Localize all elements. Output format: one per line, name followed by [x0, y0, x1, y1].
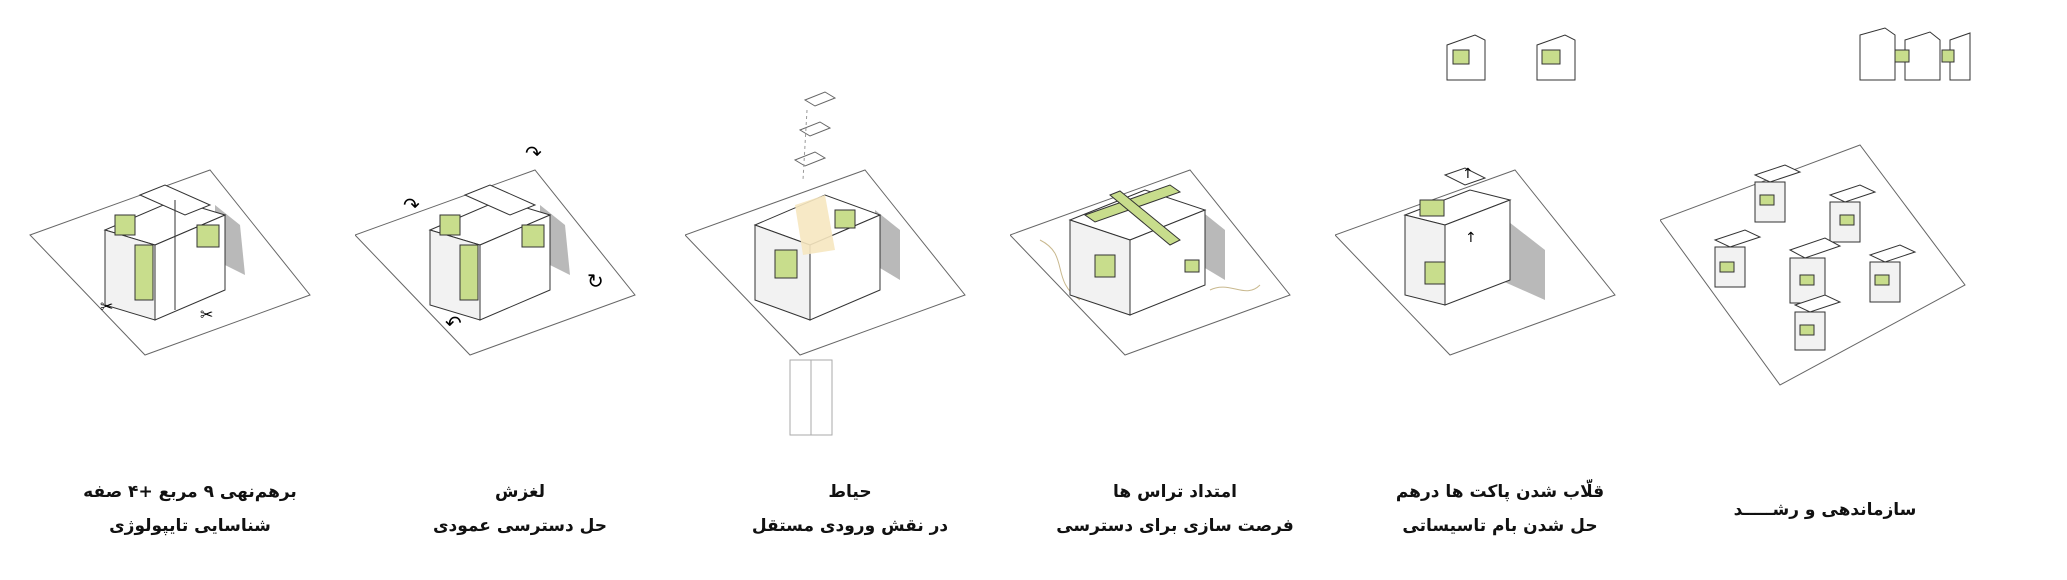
stage-5-diagram: ↑ ↑ [1335, 34, 1616, 356]
rotate-arrow-icon: ↷ [525, 141, 542, 165]
stage-5-title: قلّاب شدن پاکت ها درهم [1395, 482, 1605, 502]
rotate-arrow-icon: ↷ [403, 193, 420, 217]
stage-1-title: برهم‌نهی ۹ مربع +۴ صفه [83, 482, 297, 502]
stage-1-subtitle: شناسایی تایپولوژی [109, 516, 271, 536]
stage-2-title: لغزش [494, 482, 545, 502]
up-arrow-icon: ↑ [1462, 166, 1474, 182]
stage-5-subtitle: حل شدن بام تاسیساتی [1402, 516, 1598, 536]
stage-4-diagram [1010, 169, 1291, 356]
stage-6: سازماندهی و رشـــــد [1660, 0, 1990, 580]
rotate-arrow-icon: ↻ [587, 269, 604, 293]
scissors-icon: ✂ [100, 297, 113, 316]
stage-1: ✂ ✂ برهم‌نهی ۹ مربع +۴ صفه شناسایی تایپو… [25, 0, 355, 580]
stage-6-title: سازماندهی و رشـــــد [1733, 500, 1917, 520]
stage-3-subtitle: در نقش ورودی مستقل [751, 516, 949, 536]
stage-3-title: حیاط [828, 482, 872, 502]
stage-1-diagram: ✂ ✂ [29, 169, 311, 356]
stage-5: ↑ ↑ قلّاب شدن پاکت ها درهم حل شدن بام تا… [1335, 0, 1665, 580]
stage-2-diagram: ↷ ↷ ↻ ↶ [355, 141, 636, 356]
stage-3-diagram [685, 91, 966, 436]
scissors-icon: ✂ [200, 305, 213, 324]
stage-2-subtitle: حل دسترسی عمودی [432, 516, 608, 536]
stage-3: حیاط در نقش ورودی مستقل [685, 0, 1015, 580]
stage-6-diagram [1660, 27, 1971, 386]
up-arrow-icon: ↑ [1465, 230, 1477, 246]
stage-4: امتداد تراس ها فرصت سازی برای دسترسی [1010, 0, 1340, 580]
stage-4-title: امتداد تراس ها [1113, 482, 1237, 502]
stage-4-subtitle: فرصت سازی برای دسترسی [1056, 516, 1294, 536]
rotate-arrow-icon: ↶ [445, 311, 462, 335]
stage-2: ↷ ↷ ↻ ↶ لغزش حل دسترسی عمودی [355, 0, 685, 580]
